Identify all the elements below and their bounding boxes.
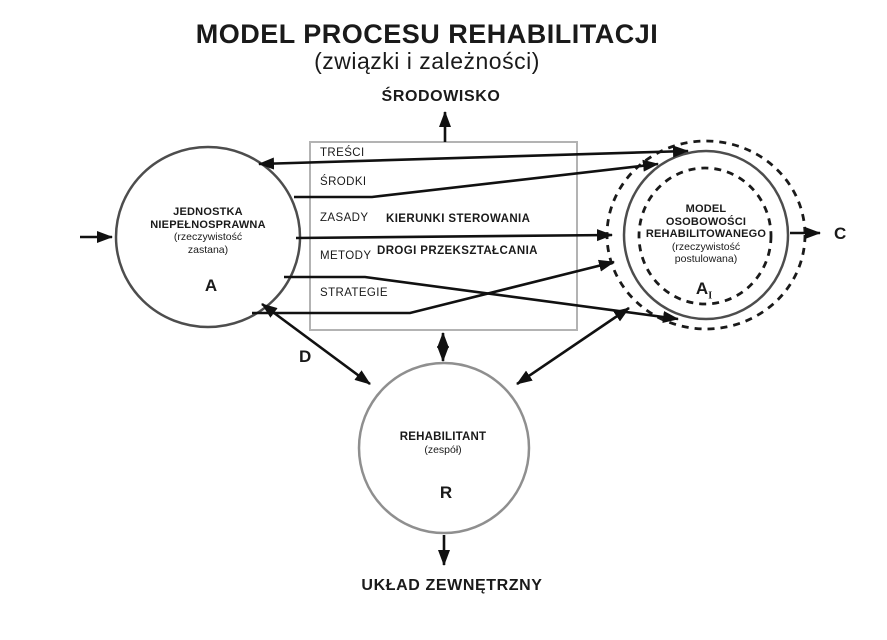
model-line1: MODEL bbox=[685, 203, 727, 215]
rehabilitant-symbol: R bbox=[439, 483, 453, 502]
model-label: MODEL OSOBOWOŚCI REHABILITOWANEGO (rzecz… bbox=[646, 203, 766, 266]
control-box-item-metody: METODY bbox=[320, 250, 372, 262]
srodki-arrow bbox=[294, 159, 659, 199]
rehabilitant-line2: (zespół) bbox=[424, 443, 462, 456]
diagram-title: MODEL PROCESU REHABILITACJI bbox=[195, 19, 659, 49]
control-box-item-srodki: ŚRODKI bbox=[320, 176, 367, 188]
model-symbol: AI bbox=[695, 279, 713, 302]
rehabilitant-circle bbox=[357, 361, 531, 535]
model-line2: OSOBOWOŚCI bbox=[665, 215, 747, 228]
control-box-item-zasady: ZASADY bbox=[320, 212, 369, 224]
disabled-person-line4: zastana) bbox=[187, 243, 229, 256]
exchange-arrow-d bbox=[261, 302, 371, 386]
zasady-arrow bbox=[295, 229, 613, 242]
disabled-person-label: JEDNOSTKA NIEPEŁNOSPRAWNA (rzeczywistość… bbox=[150, 206, 265, 256]
disabled-person-line3: (rzeczywistość bbox=[173, 231, 243, 243]
environment-label: ŚRODOWISKO bbox=[381, 88, 501, 105]
tresci-arrow bbox=[258, 145, 689, 170]
rehabilitant-model-arrow bbox=[516, 306, 630, 386]
rehabilitant-label: REHABILITANT (zespół) bbox=[400, 431, 487, 456]
metody-arrow bbox=[284, 275, 679, 323]
strategie-arrow bbox=[252, 259, 615, 315]
model-inner-dashed-circle bbox=[637, 166, 773, 306]
exchange-label-d: D bbox=[299, 347, 312, 366]
output-label-c: C bbox=[834, 224, 847, 243]
control-box-item-tresci: TREŚCI bbox=[320, 147, 365, 159]
control-box-center-line2: DROGI PRZEKSZTAŁCANIA bbox=[377, 245, 538, 257]
control-box-center-line1: KIERUNKI STEROWANIA bbox=[386, 213, 531, 225]
model-circle bbox=[622, 149, 790, 321]
model-line4: (rzeczywistość bbox=[671, 240, 741, 253]
disabled-person-symbol: A bbox=[204, 276, 218, 295]
model-line5: postulowana) bbox=[674, 253, 738, 265]
rehabilitant-line1: REHABILITANT bbox=[399, 431, 487, 443]
model-symbol-subscript: I bbox=[708, 290, 713, 302]
model-line3: REHABILITOWANEGO bbox=[645, 228, 767, 240]
external-system-label: UKŁAD ZEWNĘTRZNY bbox=[361, 577, 543, 594]
disabled-person-line1: JEDNOSTKA bbox=[173, 206, 243, 218]
disabled-person-line2: NIEPEŁNOSPRAWNA bbox=[150, 218, 266, 231]
diagram-subtitle: (związki i zależności) bbox=[314, 48, 540, 74]
control-box-item-strategie: STRATEGIE bbox=[320, 287, 388, 299]
